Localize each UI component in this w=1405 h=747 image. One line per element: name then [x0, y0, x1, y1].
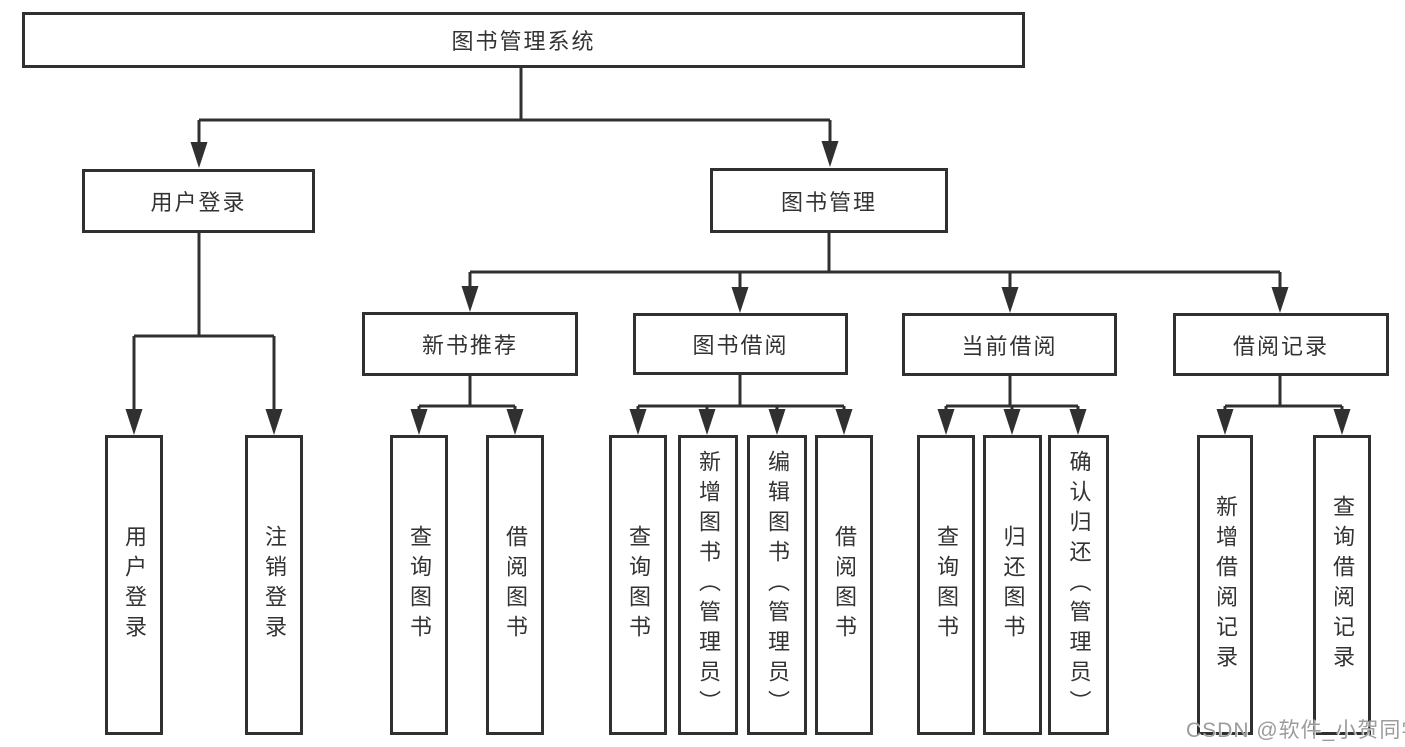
leaf-add-books-admin: 新增图书（管理员）	[678, 435, 738, 735]
leaf-logout: 注销登录	[245, 435, 303, 735]
node-label: 归还图书	[1000, 525, 1026, 645]
node-label: 用户登录	[150, 190, 247, 215]
arrowhead	[1069, 409, 1087, 435]
node-label: 新增借阅记录	[1213, 495, 1238, 675]
node-library-management-system: 图书管理系统	[22, 12, 1025, 68]
node-label: 新增图书（管理员）	[696, 450, 721, 720]
leaf-query-books-borrowing: 查询图书	[609, 435, 667, 735]
leaf-edit-books-admin: 编辑图书（管理员）	[747, 435, 807, 735]
arrowhead	[629, 409, 647, 435]
arrowhead	[768, 409, 786, 435]
node-label: 查询图书	[934, 525, 959, 645]
node-label: 图书管理系统	[451, 29, 596, 54]
node-label: 编辑图书（管理员）	[765, 450, 790, 720]
leaf-add-borrow-record: 新增借阅记录	[1197, 435, 1253, 735]
node-borrowing-records: 借阅记录	[1173, 313, 1389, 376]
arrowhead	[1003, 409, 1021, 435]
arrowhead	[1333, 409, 1351, 435]
arrowhead	[265, 409, 283, 435]
arrowhead	[698, 409, 716, 435]
arrowhead	[190, 142, 208, 168]
leaf-user-login: 用户登录	[105, 435, 163, 735]
node-label: 借阅图书	[832, 525, 857, 645]
arrowhead	[1216, 409, 1234, 435]
arrowhead	[506, 409, 524, 435]
node-label: 借阅记录	[1232, 333, 1329, 359]
arrowhead	[835, 409, 853, 435]
leaf-query-books-recommend: 查询图书	[390, 435, 448, 735]
node-label: 查询图书	[626, 525, 651, 645]
leaf-query-books-current: 查询图书	[917, 435, 975, 735]
leaf-borrow-books-recommend: 借阅图书	[486, 435, 544, 735]
leaf-return-books: 归还图书	[983, 435, 1042, 735]
node-label: 注销登录	[262, 525, 287, 645]
arrowhead	[461, 286, 479, 312]
node-label: 新书推荐	[421, 333, 518, 358]
node-label: 图书借阅	[692, 333, 789, 358]
node-label: 借阅图书	[503, 525, 528, 645]
arrowhead	[125, 409, 143, 435]
node-new-book-recommend: 新书推荐	[362, 312, 578, 376]
arrowhead	[1271, 287, 1289, 313]
node-label: 当前借阅	[961, 333, 1058, 359]
arrowhead	[821, 141, 839, 167]
node-label: 确认归还（管理员）	[1066, 450, 1092, 720]
leaf-query-borrow-record: 查询借阅记录	[1313, 435, 1371, 735]
node-label: 图书管理	[780, 189, 877, 215]
leaf-borrow-books: 借阅图书	[815, 435, 873, 735]
arrowhead	[1001, 287, 1019, 313]
node-label: 用户登录	[122, 525, 147, 645]
arrowhead	[410, 409, 428, 435]
arrowhead	[937, 409, 955, 435]
node-user-login: 用户登录	[82, 169, 315, 233]
node-book-management: 图书管理	[710, 168, 948, 233]
node-book-borrowing: 图书借阅	[633, 313, 848, 375]
arrowhead	[731, 287, 749, 313]
node-current-borrowing: 当前借阅	[902, 313, 1117, 376]
node-label: 查询借阅记录	[1330, 495, 1355, 675]
csdn-watermark: CSDN @软件_小贺同学	[1186, 719, 1405, 742]
leaf-confirm-return-admin: 确认归还（管理员）	[1048, 435, 1109, 735]
node-label: 查询图书	[407, 525, 432, 645]
